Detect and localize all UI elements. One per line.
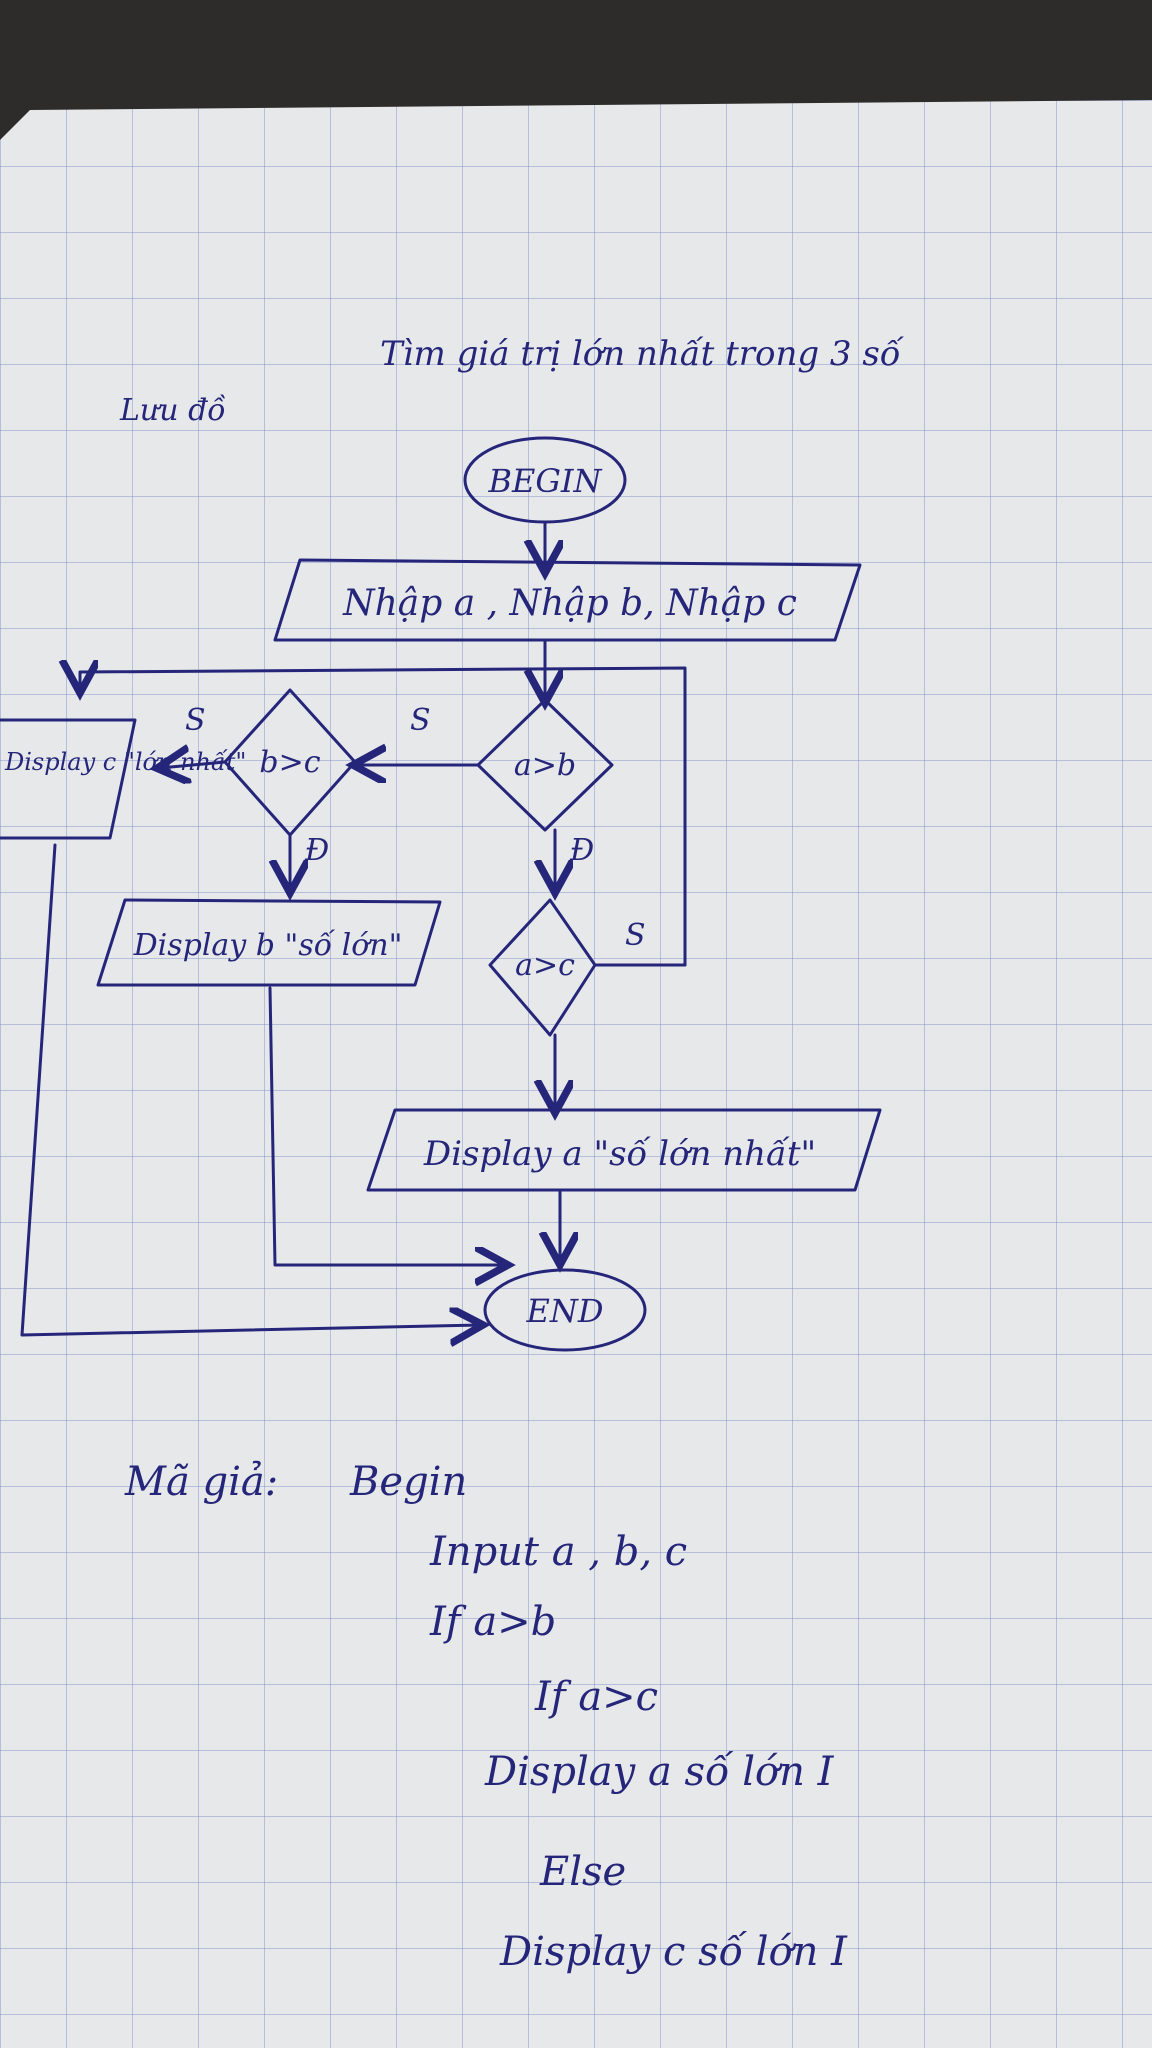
output-a-box xyxy=(366,1108,882,1192)
heading-text: Tìm giá trị lớn nhất trong 3 số xyxy=(380,334,905,374)
pseudo-line: Begin xyxy=(349,1459,467,1505)
decision-bc-label: b>c xyxy=(259,745,320,780)
arrow-bc-false xyxy=(160,762,227,768)
pseudo-line: Else xyxy=(539,1849,626,1895)
end-label: END xyxy=(525,1292,603,1330)
pseudo-line: Display c số lớn I xyxy=(499,1929,848,1975)
pseudo-line: Input a , b, c xyxy=(429,1529,687,1575)
output-b-box xyxy=(96,898,442,987)
side-label: Lưu đồ xyxy=(119,393,226,428)
decision-ab-label: a>b xyxy=(514,748,576,783)
input-label: Nhập a , Nhập b, Nhập c xyxy=(342,583,797,624)
pseudo-line: If a>c xyxy=(534,1674,658,1720)
end-terminal xyxy=(483,1268,647,1352)
edge-ab-true-label: Đ xyxy=(569,833,594,868)
pseudo-line: Display a số lớn I xyxy=(484,1749,835,1795)
output-c-box xyxy=(0,718,137,840)
output-a-label: Display a "số lớn nhất" xyxy=(423,1134,816,1174)
edge-ab-false-label: S xyxy=(410,703,431,738)
decision-ac xyxy=(488,898,597,1037)
pseudo-title: Mã giả: xyxy=(124,1459,278,1505)
edge-bc-false-label: S xyxy=(185,703,206,738)
edge-ac-false-label: S xyxy=(625,918,646,953)
arrow-b-end xyxy=(268,986,505,1265)
decision-ac-label: a>c xyxy=(515,948,575,983)
begin-label: BEGIN xyxy=(487,462,602,500)
input-box xyxy=(273,558,862,642)
arrow-c-end xyxy=(20,843,480,1335)
output-c-label: Display c "lớn nhất" xyxy=(4,748,246,776)
decision-ab xyxy=(476,698,614,832)
edge-bc-true-label: Đ xyxy=(304,833,329,868)
pseudo-line: If a>b xyxy=(429,1599,556,1645)
loop-line xyxy=(80,668,687,967)
notebook-paper xyxy=(0,100,1152,2048)
output-b-label: Display b "số lớn" xyxy=(133,928,403,963)
